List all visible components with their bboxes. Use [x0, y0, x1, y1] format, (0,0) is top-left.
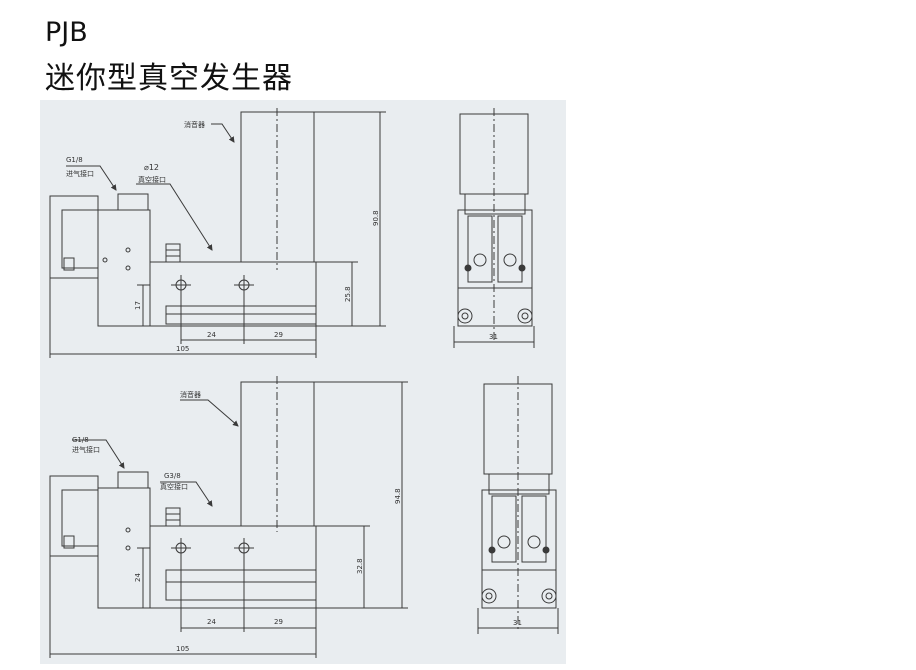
bottom-muffler-label: 消音器	[180, 390, 201, 399]
top-dim-width: 31	[489, 333, 498, 341]
top-vacuum-thread: ⌀12	[144, 163, 159, 172]
top-vacuum-label: 真空接口	[138, 175, 166, 184]
top-inlet-thread: G1/8	[66, 156, 83, 164]
top-side-view	[49, 108, 386, 358]
bottom-vacuum-thread: G3/8	[164, 472, 181, 480]
bottom-dim-height-total: 94.8	[394, 488, 402, 504]
bottom-front-view	[477, 376, 559, 634]
product-name: 迷你型真空发生器	[45, 61, 293, 96]
top-muffler-label: 消音器	[184, 120, 205, 129]
technical-drawing: 消音器 G1/8 进气接口 ⌀12 真空接口 90.8 25.8 17 24 2…	[40, 100, 566, 664]
top-dim-height-body: 25.8	[344, 286, 352, 302]
top-dim-length: 105	[176, 345, 189, 353]
top-dim-a: 24	[207, 331, 216, 339]
bottom-side-view	[49, 376, 408, 658]
bottom-dim-height-port: 24	[134, 573, 142, 582]
bottom-inlet-thread: G1/8	[72, 436, 89, 444]
model-title: PJB	[45, 17, 88, 48]
top-dim-height-port: 17	[134, 301, 142, 310]
top-dim-height-total: 90.8	[372, 210, 380, 226]
top-inlet-label: 进气接口	[66, 169, 94, 178]
bottom-dim-width: 31	[513, 619, 522, 627]
top-dim-b: 29	[274, 331, 283, 339]
technical-drawing-svg: 消音器 G1/8 进气接口 ⌀12 真空接口 90.8 25.8 17 24 2…	[49, 108, 559, 658]
valve-block-top	[97, 209, 151, 327]
bottom-vacuum-label: 真空接口	[160, 482, 188, 491]
bottom-inlet-label: 进气接口	[72, 445, 100, 454]
bottom-dim-length: 105	[176, 645, 189, 653]
body-bottom	[149, 525, 317, 609]
bottom-dim-a: 24	[207, 618, 216, 626]
bottom-dim-height-body: 32.8	[356, 558, 364, 574]
top-front-view	[453, 108, 535, 348]
bottom-dim-b: 29	[274, 618, 283, 626]
body-top	[149, 261, 317, 327]
